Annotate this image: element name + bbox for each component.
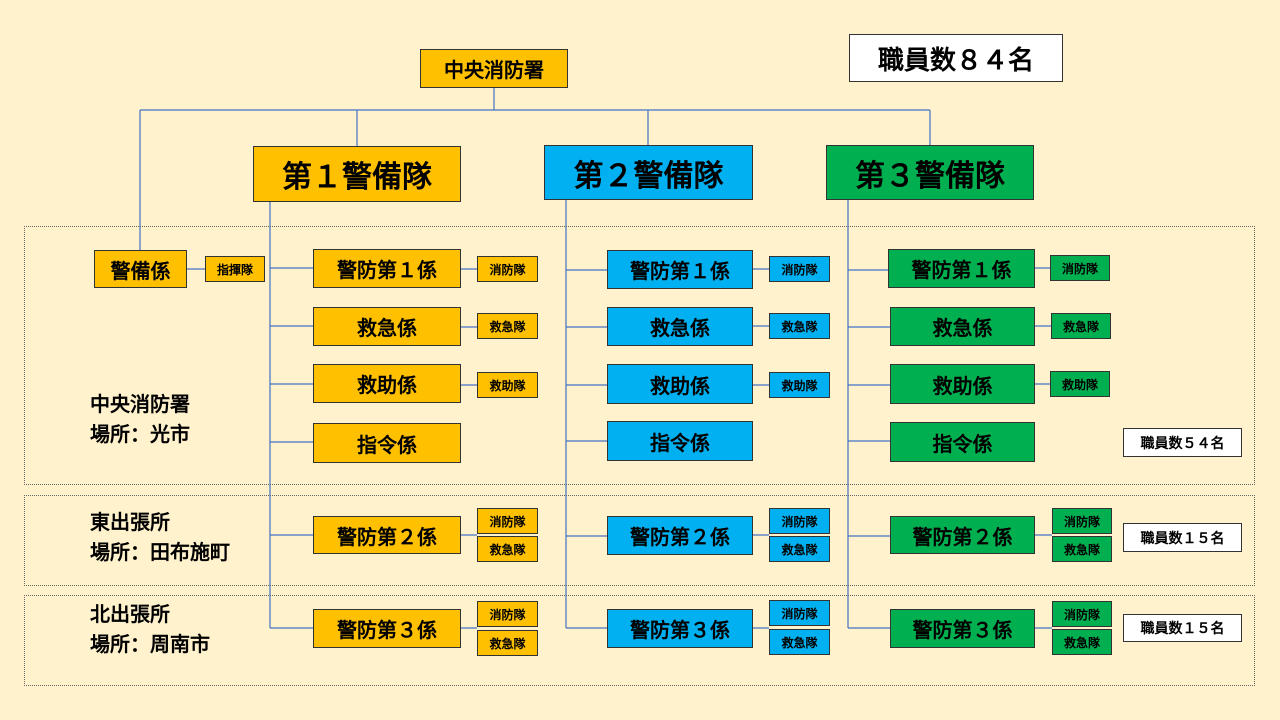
u3-keibo2-tag-kyukyu: 救急隊 (1052, 536, 1112, 562)
staff-central-label: 職員数５４名 (1123, 428, 1242, 457)
u1-keibo2-tag-shobo: 消防隊 (477, 508, 538, 534)
u2-keibo2-tag-shobo: 消防隊 (769, 508, 830, 534)
u3-keibo2-tag-shobo: 消防隊 (1052, 508, 1112, 534)
u1-keibo3-tag-shobo: 消防隊 (477, 601, 538, 627)
root-node: 中央消防署 (420, 49, 568, 88)
zone-east (24, 495, 1255, 586)
u3-kyukyu-node: 救急係 (890, 307, 1035, 346)
total-staff-label: 職員数８４名 (849, 34, 1063, 82)
u1-keibo3-tag-kyukyu: 救急隊 (477, 630, 538, 656)
u3-shirei-node: 指令係 (890, 422, 1035, 462)
u1-kyujo-tag: 救助隊 (477, 372, 538, 398)
u1-keibo2-node: 警防第２係 (313, 516, 461, 554)
staff-north-label: 職員数１５名 (1123, 614, 1242, 642)
u2-keibo1-tag: 消防隊 (769, 256, 830, 282)
u3-kyujo-tag: 救助隊 (1050, 371, 1110, 397)
u1-kyujo-node: 救助係 (313, 364, 461, 403)
station-central: 中央消防署 場所：光市 (90, 389, 190, 449)
u3-keibo2-node: 警防第２係 (890, 516, 1035, 554)
u3-keibo3-tag-kyukyu: 救急隊 (1052, 629, 1112, 655)
u3-kyukyu-tag: 救急隊 (1051, 313, 1111, 339)
u1-keibi-node: 警備係 (94, 250, 187, 288)
unit-2-header: 第２警備隊 (544, 145, 753, 200)
zone-north (24, 595, 1255, 686)
u1-keibo1-node: 警防第１係 (313, 249, 461, 288)
station-east-location: 場所：田布施町 (90, 540, 230, 564)
u2-keibo2-node: 警防第２係 (607, 516, 753, 555)
u3-keibo3-tag-shobo: 消防隊 (1052, 601, 1112, 627)
u1-kyukyu-node: 救急係 (313, 307, 461, 346)
u3-keibo1-tag: 消防隊 (1050, 255, 1110, 281)
u2-kyukyu-tag: 救急隊 (769, 313, 830, 339)
station-north: 北出張所 場所：周南市 (90, 599, 210, 659)
unit-3-header: 第３警備隊 (826, 145, 1034, 200)
u2-kyujo-node: 救助係 (607, 364, 753, 404)
station-north-name: 北出張所 (90, 602, 170, 626)
u1-keibo1-tag: 消防隊 (477, 256, 538, 282)
unit-1-header: 第１警備隊 (253, 146, 461, 202)
station-central-name: 中央消防署 (90, 392, 190, 416)
station-north-location: 場所：周南市 (90, 632, 210, 656)
u2-keibo3-tag-shobo: 消防隊 (769, 600, 830, 626)
u1-shirei-node: 指令係 (313, 423, 461, 463)
u2-keibo1-node: 警防第１係 (607, 250, 753, 289)
station-central-location: 場所：光市 (90, 422, 190, 446)
u1-kyukyu-tag: 救急隊 (477, 313, 538, 339)
station-east-name: 東出張所 (90, 510, 170, 534)
u1-keibo2-tag-kyukyu: 救急隊 (477, 536, 538, 562)
u1-keibo3-node: 警防第３係 (313, 609, 461, 648)
u2-keibo3-node: 警防第３係 (607, 609, 753, 648)
staff-east-label: 職員数１５名 (1123, 523, 1242, 552)
u3-keibo3-node: 警防第３係 (890, 609, 1035, 648)
zone-central (24, 226, 1255, 485)
station-east: 東出張所 場所：田布施町 (90, 507, 230, 567)
u3-kyujo-node: 救助係 (890, 364, 1035, 404)
u2-keibo3-tag-kyukyu: 救急隊 (769, 629, 830, 655)
u1-shiki-tag: 指揮隊 (205, 256, 265, 282)
u2-kyukyu-node: 救急係 (607, 307, 753, 346)
u2-kyujo-tag: 救助隊 (769, 372, 830, 398)
u2-keibo2-tag-kyukyu: 救急隊 (769, 536, 830, 562)
u2-shirei-node: 指令係 (607, 421, 753, 461)
u3-keibo1-node: 警防第１係 (888, 249, 1035, 288)
